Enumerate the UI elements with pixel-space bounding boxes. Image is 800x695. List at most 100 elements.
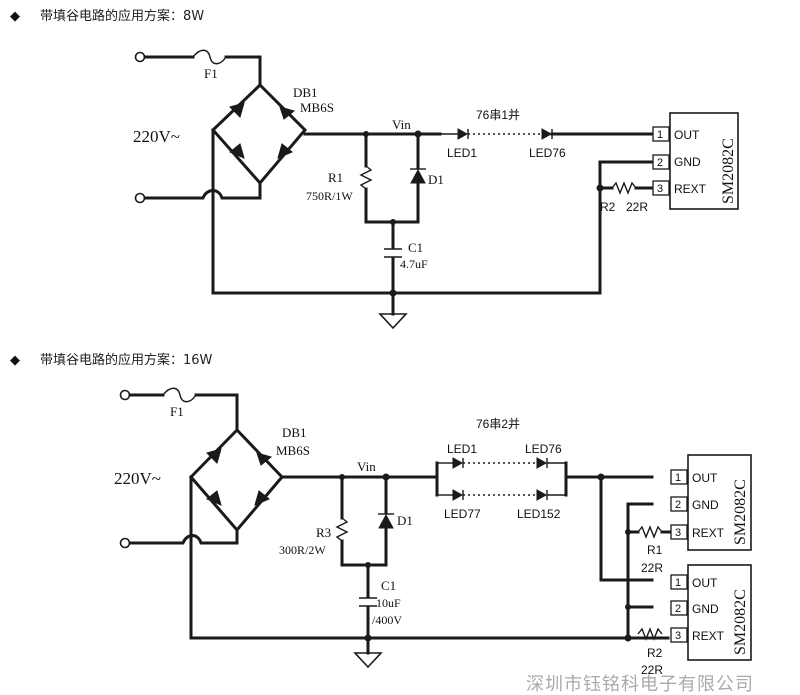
c1-value: 4.7uF [400, 257, 428, 271]
r1-name: R1 [328, 170, 343, 185]
ic-bottom-name: SM2082C [732, 589, 749, 655]
diode-d1 [410, 168, 426, 184]
r1-name: R1 [647, 543, 663, 557]
led-a-first-label: LED1 [447, 442, 477, 456]
section-2-bullet: ◆ [10, 352, 20, 367]
led-icon [457, 128, 469, 140]
pin-3-box [670, 627, 688, 643]
pin-2-name: GND [692, 602, 719, 616]
pin-3-number: 3 [675, 630, 681, 642]
ground-icon [378, 313, 408, 330]
diode-d1 [378, 513, 394, 529]
capacitor-c1 [384, 248, 402, 258]
pin-2-number: 2 [675, 603, 681, 615]
ic-sm2082c-bottom [687, 564, 752, 661]
junction [624, 634, 632, 642]
section-1-title: 带填谷电路的应用方案：8W [40, 8, 204, 24]
string-label: 76串2并 [476, 417, 520, 431]
wire [340, 539, 388, 567]
pin-1-box [670, 469, 688, 485]
led-a-last-label: LED76 [525, 442, 562, 456]
wire [194, 393, 239, 432]
bridge-rectifier [188, 427, 285, 533]
bridge-diode [229, 143, 245, 159]
c1-value: 10uF [376, 596, 401, 610]
bridge-name: DB1 [282, 425, 307, 440]
bridge-part: MB6S [300, 100, 334, 115]
bridge-diode [229, 102, 245, 118]
wire [599, 475, 654, 582]
wire [128, 528, 239, 545]
resistor-r3 [335, 517, 349, 542]
wire [224, 55, 262, 87]
d1-label: D1 [397, 513, 413, 528]
fuse-label: F1 [204, 66, 218, 81]
pin-1-number: 1 [675, 472, 681, 484]
led-b-first-label: LED77 [444, 507, 481, 521]
pin-2-box [652, 154, 670, 170]
r2-name: R2 [647, 646, 663, 660]
r3-value: 300R/2W [279, 543, 326, 557]
led-last-label: LED76 [529, 146, 566, 160]
vin-label: Vin [357, 459, 376, 474]
r2-value: 22R [626, 200, 648, 214]
d1-label: D1 [428, 172, 444, 187]
ic-name: SM2082C [720, 138, 737, 204]
bridge-name: DB1 [293, 85, 318, 100]
fuse-symbol [192, 49, 227, 65]
wire [364, 187, 420, 224]
capacitor-c1 [359, 597, 377, 607]
r1-value: 22R [641, 561, 663, 575]
pin-3-box [652, 180, 670, 196]
pin-1-number: 1 [675, 577, 681, 589]
pin-1-name: OUT [692, 471, 718, 485]
pin-2-box [670, 600, 688, 616]
pin-2-box [670, 496, 688, 512]
r2-name: R2 [600, 200, 616, 214]
bridge-diode [279, 106, 296, 120]
resistor-r1 [637, 525, 663, 539]
ac-terminal-top [119, 389, 131, 401]
led-icon [541, 128, 553, 140]
led-icon [452, 489, 464, 501]
bridge-rectifier [210, 82, 308, 186]
ic-top-name: SM2082C [732, 479, 749, 545]
pin-2-name: GND [674, 155, 701, 169]
c1-name: C1 [381, 578, 396, 593]
string-label: 76串1并 [476, 108, 520, 122]
pin-3-box [670, 524, 688, 540]
led-icon [452, 457, 464, 469]
pin-1-name: OUT [692, 576, 718, 590]
ac-terminal-bottom [119, 537, 131, 549]
bridge-part: MB6S [276, 443, 310, 458]
pin-3-number: 3 [675, 527, 681, 539]
ic-sm2082c [669, 112, 739, 210]
ac-terminal-bottom [134, 192, 146, 204]
wire [143, 181, 262, 200]
fuse-label: F1 [170, 404, 184, 419]
section-1: ◆ 带填谷电路的应用方案：8W F1 DB1 MB6S 220V~ Vin R1 [10, 8, 739, 330]
input-voltage-label: 220V~ [114, 469, 161, 488]
c1-name: C1 [408, 240, 423, 255]
led-b-last-label: LED152 [517, 507, 561, 521]
fuse-symbol [162, 387, 197, 403]
bridge-diode [256, 452, 273, 466]
pin-3-name: REXT [674, 182, 707, 196]
led-icon [536, 489, 548, 501]
vin-label: Vin [392, 117, 411, 132]
pin-1-box [652, 126, 670, 142]
bridge-diode [206, 448, 222, 464]
bridge-diode [206, 490, 222, 506]
pin-2-number: 2 [657, 157, 663, 169]
r1-value: 750R/1W [306, 189, 353, 203]
section-1-bullet: ◆ [10, 8, 20, 23]
input-voltage-label: 220V~ [133, 127, 180, 146]
ground-icon [353, 652, 383, 669]
pin-2-number: 2 [675, 499, 681, 511]
pin-3-name: REXT [692, 526, 725, 540]
ac-terminal-top [134, 51, 146, 63]
pin-3-name: REXT [692, 629, 725, 643]
section-2-title: 带填谷电路的应用方案：16W [40, 352, 213, 368]
ground-rail [189, 475, 670, 640]
